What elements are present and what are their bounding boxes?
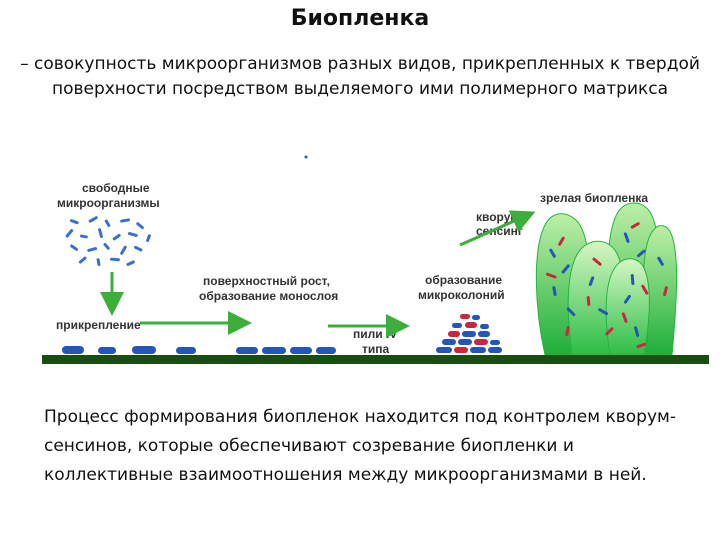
stray-dot — [304, 155, 308, 159]
label-pili-2: типа — [362, 342, 390, 356]
slide-subtitle: – совокупность микроорганизмов разных ви… — [20, 54, 700, 99]
surface-substrate — [42, 355, 709, 364]
label-surface-growth-1: поверхностный рост, — [203, 274, 330, 288]
microcolony — [436, 314, 502, 353]
attached-bacteria — [62, 346, 196, 354]
mature-biofilm — [535, 202, 678, 356]
label-pili-1: пили IV — [353, 327, 397, 341]
label-microcolonies-1: образование — [425, 273, 502, 287]
label-attachment: прикрепление — [56, 318, 141, 332]
monolayer-bacteria — [236, 347, 336, 354]
label-surface-growth-2: образование монослоя — [199, 289, 338, 303]
label-free-microorganisms-1: свободные — [82, 181, 150, 195]
label-quorum-1: кворум — [476, 210, 519, 224]
biofilm-formation-diagram: свободные микроорганизмы прикрепление по… — [42, 155, 709, 364]
free-bacteria-cloud — [65, 216, 151, 267]
arrow-quorum — [459, 210, 536, 247]
label-free-microorganisms-2: микроорганизмы — [57, 196, 160, 210]
slide-caption: Процесс формирования биопленок находится… — [44, 407, 676, 485]
slide-title: Биопленка — [290, 6, 430, 31]
label-microcolonies-2: микроколоний — [418, 288, 505, 302]
label-mature-biofilm: зрелая биопленка — [540, 191, 648, 205]
